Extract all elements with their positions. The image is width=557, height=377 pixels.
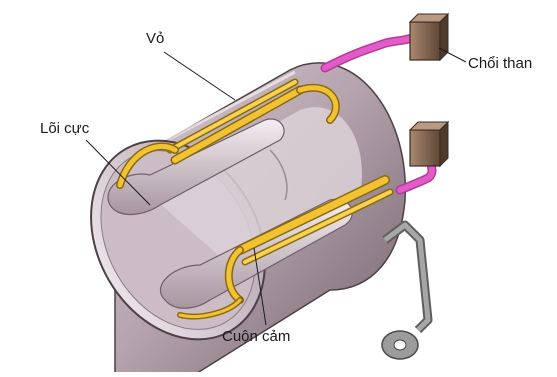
leader-housing [164, 52, 235, 100]
carbon-brush-top [410, 14, 448, 60]
label-coil: Cuộn cảm [222, 328, 290, 345]
label-housing: Vỏ [146, 30, 164, 47]
carbon-brush-bottom [410, 122, 448, 166]
label-brush: Chổi than [468, 55, 532, 72]
label-pole-core: Lõi cực [40, 120, 89, 137]
